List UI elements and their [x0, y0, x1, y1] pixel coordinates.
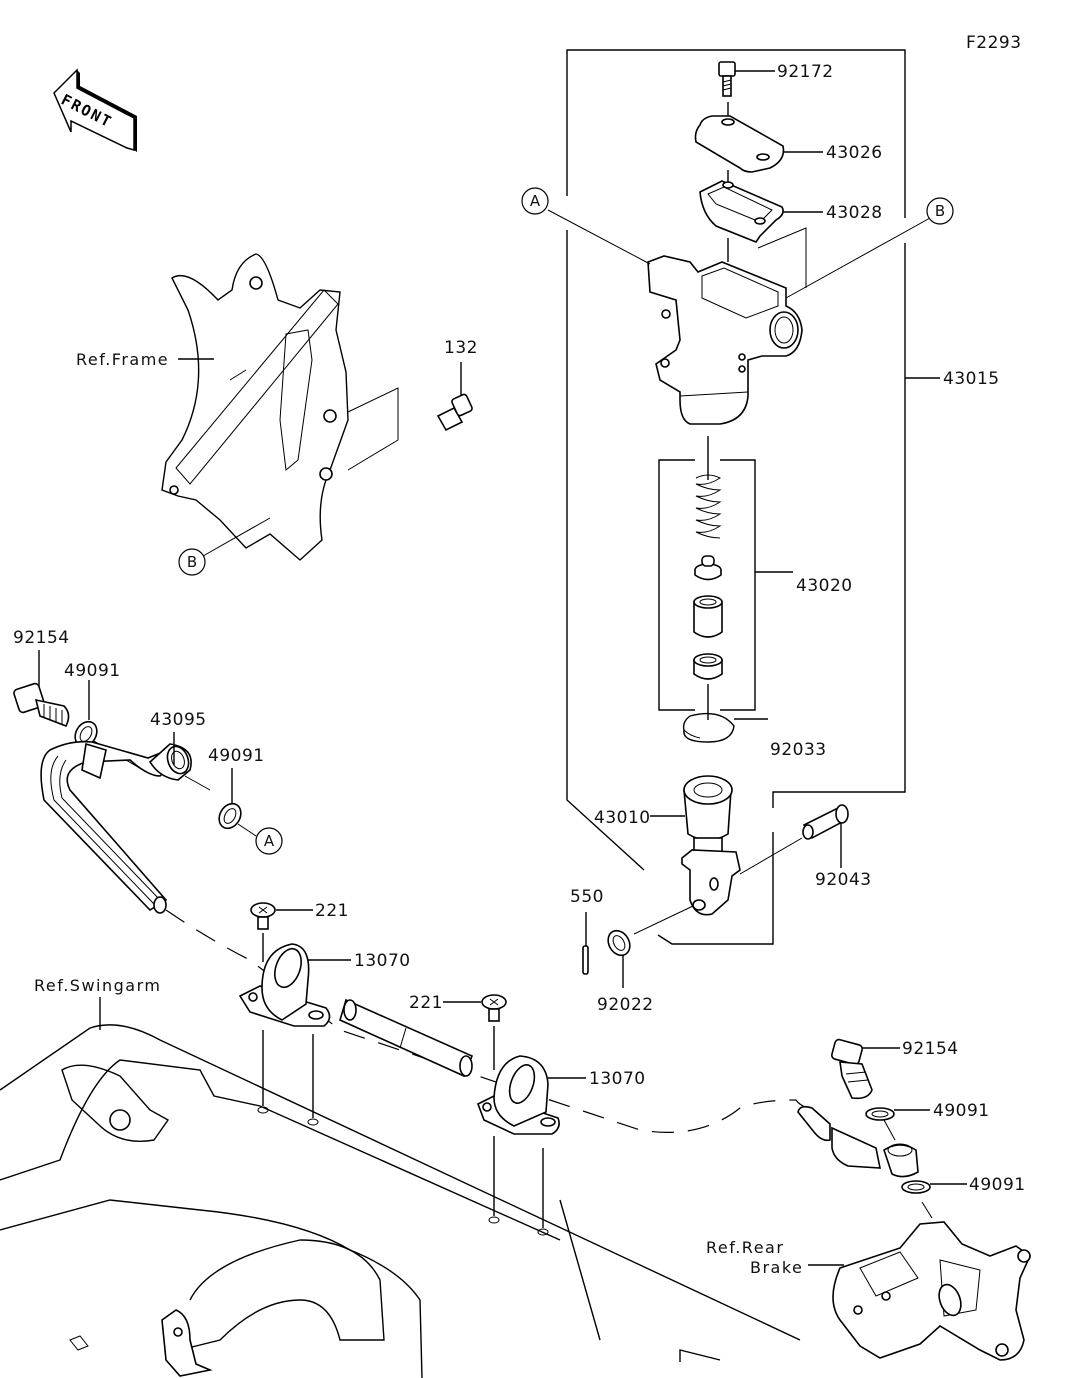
part-label-43095: 43095: [150, 710, 207, 730]
ref-rear-brake-label-line2: Brake: [750, 1258, 803, 1277]
svg-text:B: B: [935, 202, 945, 220]
spring: [695, 474, 722, 539]
part-label-92172: 92172: [777, 62, 834, 82]
callout-b-top: B: [757, 197, 954, 299]
cotter-pin-550: [582, 912, 589, 975]
assembly-bracket-43015: [566, 49, 940, 945]
ref-frame-label: Ref.Frame: [76, 350, 169, 369]
part-label-550: 550: [570, 887, 604, 907]
reservoir-cap-43026: [694, 115, 823, 183]
hose-sleeve: [339, 998, 474, 1078]
screw-221-b: [443, 994, 507, 1070]
banjo-bolt-92154-bottom: [830, 1038, 900, 1100]
rear-brake-caliper: [832, 1221, 1032, 1361]
part-label-92022: 92022: [597, 995, 654, 1015]
part-label-221-a: 221: [315, 901, 349, 921]
primary-cup: [694, 555, 722, 581]
secondary-cup: [693, 653, 723, 720]
front-arrow-icon: FRONT: [53, 68, 137, 152]
part-label-43020: 43020: [796, 576, 853, 596]
part-label-13070-b: 13070: [589, 1069, 646, 1089]
circlip-92033: [682, 712, 768, 743]
banjo-bolt-92154-top: [13, 650, 70, 728]
ref-rear-brake-label-line1: Ref.Rear: [706, 1238, 784, 1257]
callout-b-frame: B: [178, 517, 271, 576]
diaphragm-43028: [699, 180, 823, 262]
part-label-49091-bottom1: 49091: [933, 1101, 990, 1121]
bolt-132: [436, 362, 473, 432]
hose-guide-13070-a: [238, 943, 351, 1126]
clevis-pin-92043: [802, 804, 849, 868]
part-label-49091-top1: 49091: [64, 661, 121, 681]
swingarm-reference: [0, 1024, 801, 1378]
part-label-92154-top: 92154: [13, 628, 70, 648]
piston-kit-bracket-43020: [658, 459, 793, 711]
part-label-43010: 43010: [594, 808, 651, 828]
svg-text:A: A: [530, 192, 541, 210]
callout-a-top: A: [521, 187, 651, 265]
frame-reference: [161, 253, 399, 561]
part-label-43015: 43015: [943, 369, 1000, 389]
part-label-13070-a: 13070: [354, 951, 411, 971]
part-label-49091-top2: 49091: [208, 746, 265, 766]
washer-49091-bottom1: [865, 1107, 930, 1141]
part-label-92033: 92033: [770, 740, 827, 760]
figure-id: F2293: [966, 33, 1022, 53]
bolt-92172: [718, 61, 775, 118]
screw-221-a: [250, 902, 313, 962]
piston: [693, 595, 723, 638]
svg-text:A: A: [264, 832, 275, 850]
brake-hose-43095: [40, 732, 211, 914]
push-rod-43010: [633, 775, 803, 935]
washer-49091-top2: [218, 768, 257, 837]
washer-49091-bottom2: [901, 1180, 967, 1219]
washer-92022: [607, 929, 631, 988]
part-label-132: 132: [444, 338, 478, 358]
part-label-92154-bottom: 92154: [902, 1039, 959, 1059]
hose-guide-13070-b: [476, 1055, 586, 1236]
part-label-43026: 43026: [826, 143, 883, 163]
part-label-49091-bottom2: 49091: [969, 1175, 1026, 1195]
master-cylinder-body: [647, 255, 803, 480]
callout-a-hose: A: [255, 827, 283, 855]
ref-swingarm-label: Ref.Swingarm: [34, 976, 161, 995]
part-label-92043: 92043: [815, 870, 872, 890]
brake-hose-end: [797, 1105, 919, 1178]
part-label-43028: 43028: [826, 203, 883, 223]
svg-text:B: B: [187, 553, 197, 571]
part-label-221-b: 221: [409, 993, 443, 1013]
